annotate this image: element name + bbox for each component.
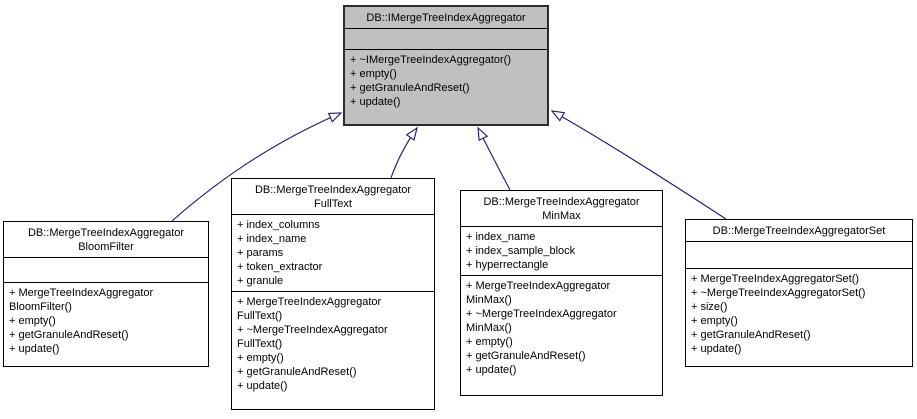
class-title: DB::IMergeTreeIndexAggregator: [345, 7, 547, 29]
class-title: DB::MergeTreeIndexAggregator BloomFilter: [4, 222, 208, 258]
method: + ~IMergeTreeIndexAggregator(): [350, 54, 512, 66]
attribute: + index_sample_block: [466, 245, 576, 257]
method: + getGranuleAndReset(): [237, 366, 357, 378]
class-node-mergetreeindexaggregatorbloomfilter[interactable]: DB::MergeTreeIndexAggregator BloomFilter…: [3, 221, 209, 367]
method: + update(): [350, 96, 401, 108]
method: + ~MergeTreeIndexAggregatorSet(): [691, 287, 866, 299]
methods-section: + MergeTreeIndexAggregator MinMax() + ~M…: [461, 276, 662, 395]
attribute: + params: [237, 247, 284, 259]
class-title: DB::MergeTreeIndexAggregatorSet: [686, 220, 912, 242]
method: + getGranuleAndReset(): [9, 329, 129, 341]
method: + empty(): [9, 315, 56, 327]
attributes-section: + index_columns + index_name + params + …: [232, 215, 434, 292]
method: + ~MergeTreeIndexAggregator FullText(): [237, 324, 388, 350]
method: + empty(): [350, 68, 397, 80]
method: + empty(): [237, 352, 284, 364]
inheritance-edge-minmax: [477, 126, 511, 191]
method: + update(): [691, 343, 742, 355]
method: + getGranuleAndReset(): [350, 82, 470, 94]
methods-section: + ~IMergeTreeIndexAggregator() + empty()…: [345, 50, 547, 124]
attribute: + index_name: [466, 231, 536, 243]
class-title: DB::MergeTreeIndexAggregator FullText: [232, 179, 434, 215]
class-node-mergetreeindexaggregatorfulltext[interactable]: DB::MergeTreeIndexAggregator FullText + …: [231, 178, 435, 410]
method: + MergeTreeIndexAggregator FullText(): [237, 296, 382, 322]
method: + getGranuleAndReset(): [691, 329, 811, 341]
method: + MergeTreeIndexAggregator BloomFilter(): [9, 287, 154, 313]
method: + getGranuleAndReset(): [466, 350, 586, 362]
attribute: + granule: [237, 275, 284, 287]
method: + MergeTreeIndexAggregatorSet(): [691, 273, 860, 285]
methods-section: + MergeTreeIndexAggregatorSet() + ~Merge…: [686, 269, 912, 366]
method: + update(): [9, 343, 60, 355]
attribute: + index_columns: [237, 219, 320, 231]
methods-section: + MergeTreeIndexAggregator BloomFilter()…: [4, 283, 208, 366]
attributes-section-empty: [4, 258, 208, 283]
method: + MergeTreeIndexAggregator MinMax(): [466, 280, 611, 306]
method: + ~MergeTreeIndexAggregator MinMax(): [466, 308, 617, 334]
class-title: DB::MergeTreeIndexAggregator MinMax: [461, 191, 662, 227]
class-node-mergetreeindexaggregatorminmax[interactable]: DB::MergeTreeIndexAggregator MinMax + in…: [460, 190, 663, 396]
attributes-section-empty: [686, 242, 912, 269]
method: + empty(): [466, 336, 513, 348]
attribute: + token_extractor: [237, 261, 323, 273]
class-node-mergetreeindexaggregatorset[interactable]: DB::MergeTreeIndexAggregatorSet + MergeT…: [685, 219, 913, 367]
attributes-section: + index_name + index_sample_block + hype…: [461, 227, 662, 276]
class-node-imergetreeindexaggregator[interactable]: DB::IMergeTreeIndexAggregator + ~IMergeT…: [343, 5, 549, 126]
attribute: + hyperrectangle: [466, 259, 549, 271]
methods-section: + MergeTreeIndexAggregator FullText() + …: [232, 292, 434, 409]
inheritance-edge-fulltext: [390, 126, 418, 179]
method: + update(): [466, 364, 517, 376]
attribute: + index_name: [237, 233, 307, 245]
method: + empty(): [691, 315, 738, 327]
attributes-section-empty: [345, 29, 547, 50]
method: + size(): [691, 301, 728, 313]
method: + update(): [237, 380, 288, 392]
